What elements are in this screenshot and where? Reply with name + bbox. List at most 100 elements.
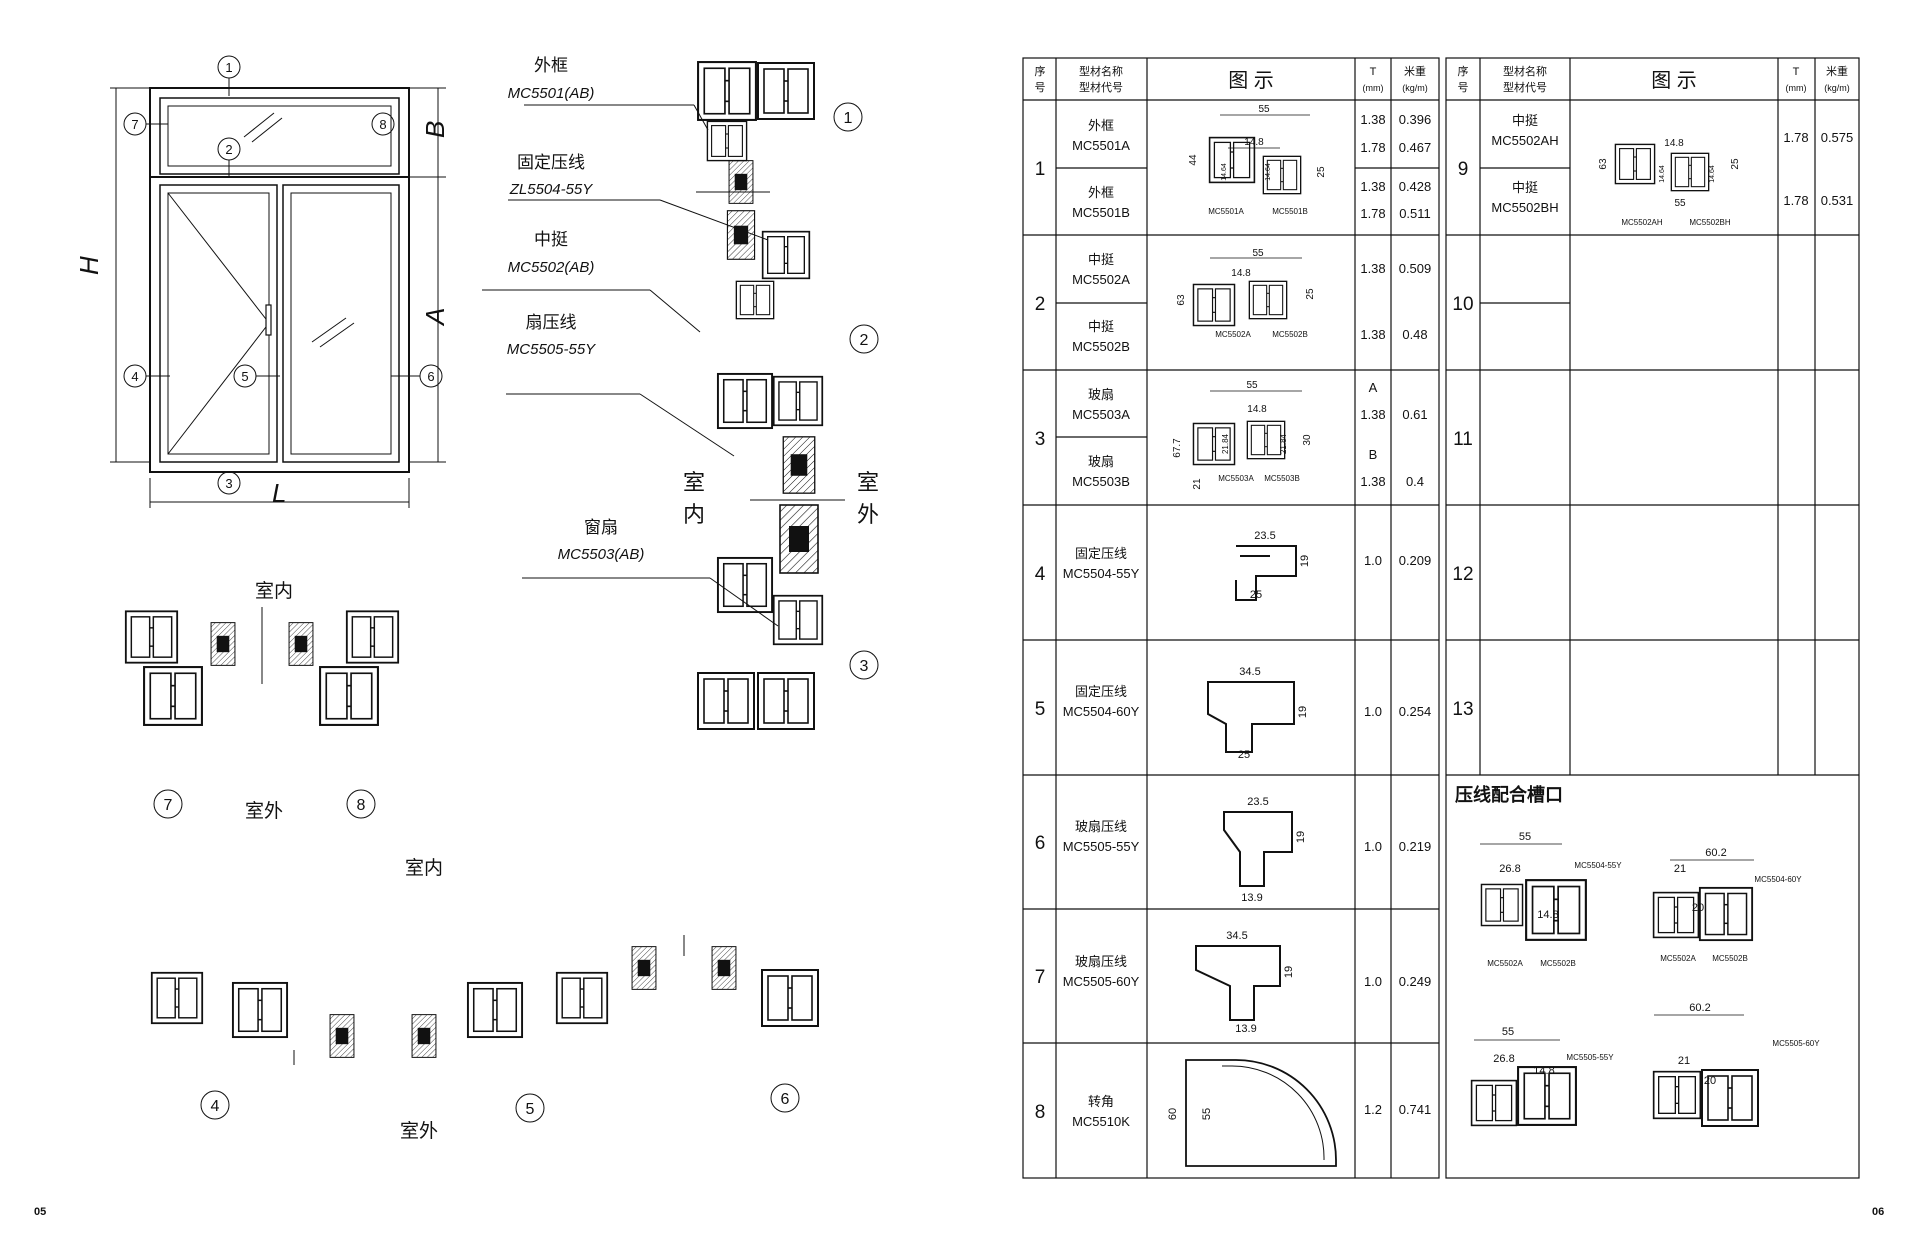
- row-seq: 9: [1458, 159, 1469, 180]
- profile: [1654, 1072, 1701, 1119]
- row-w: 0.741: [1399, 1102, 1432, 1117]
- fig1-label: MC5501B: [1272, 207, 1308, 216]
- row-t: B: [1369, 447, 1378, 462]
- row-code: MC5505-60Y: [1063, 974, 1140, 989]
- profile-mc5505-60y: [1195, 945, 1281, 1021]
- label-mullion-code: MC5502(AB): [508, 259, 595, 276]
- row-code: MC5503A: [1072, 407, 1130, 422]
- fig9-dim: 55: [1674, 198, 1686, 209]
- label-outer-frame-name: 外框: [534, 56, 568, 75]
- leader: [649, 289, 701, 333]
- profile: [1470, 1078, 1518, 1128]
- detail-bottom-outside: 室外: [400, 1120, 438, 1142]
- glass: [630, 946, 658, 990]
- row-t: 1.38: [1360, 261, 1385, 276]
- row-seq: 2: [1035, 294, 1046, 315]
- profile: [152, 973, 202, 1023]
- fig5-dim: 25: [1238, 749, 1250, 761]
- left-sash-glass: [167, 192, 270, 455]
- row-w: 0.511: [1399, 206, 1431, 221]
- section-callout-1: 1: [844, 110, 853, 127]
- header-t-2: (mm): [1786, 83, 1807, 93]
- table-right-grid: [1445, 57, 1860, 1179]
- header-name-2: 型材代号: [1079, 80, 1123, 94]
- profile: [231, 981, 289, 1039]
- row-seq: 3: [1035, 429, 1046, 450]
- fig3-dim: 55: [1246, 380, 1258, 391]
- detail-bottom-callout-6: 6: [781, 1091, 790, 1108]
- row-seq: 8: [1035, 1102, 1046, 1123]
- left-sash: [159, 184, 278, 463]
- glass: [710, 946, 738, 990]
- row-name: 中挺: [1088, 252, 1114, 267]
- fig9-dim: 63: [1598, 158, 1609, 170]
- row-t: 1.78: [1783, 130, 1808, 145]
- row-name: 固定压线: [1075, 546, 1127, 561]
- row-name: 玻扇: [1088, 454, 1114, 469]
- profile-outer-frame-top: [706, 120, 748, 162]
- m1-dim: 14.8: [1537, 909, 1558, 921]
- fig1-dim: 14.8: [1244, 137, 1264, 148]
- callout-7: 7: [131, 117, 138, 132]
- profile-mc5504-60y: [1207, 681, 1295, 753]
- m1-label: MC5504-55Y: [1574, 861, 1622, 870]
- callout-circle: [217, 471, 241, 495]
- profile-sash: [772, 375, 824, 427]
- row-name: 固定压线: [1075, 684, 1127, 699]
- outside-label-1: 室: [857, 470, 879, 495]
- fig2-label: MC5502B: [1272, 330, 1308, 339]
- fig3-dim: 14.8: [1247, 404, 1267, 415]
- label-fixed-bead-name: 固定压线: [517, 153, 585, 172]
- profile-outer-frame-bottom: [756, 671, 816, 731]
- detail-transom-horizontal: 室内 7 8 室外: [124, 580, 400, 822]
- callout-3: 3: [225, 476, 232, 491]
- label-sash-bead-name: 扇压线: [526, 313, 577, 332]
- row-w: 0.48: [1402, 327, 1427, 342]
- handle-icon: [265, 304, 272, 336]
- row-code: MC5504-60Y: [1063, 704, 1140, 719]
- row-w: 0.575: [1821, 130, 1854, 145]
- glass-reflection: [319, 322, 355, 348]
- header-t-2: (mm): [1363, 83, 1384, 93]
- dim-L-label: L: [272, 478, 286, 508]
- vertical-section: 外框 MC5501(AB) 固定压线 ZL5504-55Y 中挺 MC5502(…: [482, 56, 879, 731]
- callout-circle: [153, 789, 183, 819]
- profile: [1480, 882, 1524, 928]
- header-t-1: T: [1793, 66, 1800, 78]
- profile: [142, 665, 204, 727]
- detail-top-outside: 室外: [245, 800, 283, 822]
- row-name: 外框: [1088, 118, 1114, 133]
- left-page: H L A B 1 2 3 4 5 6: [34, 55, 879, 1218]
- header-seq-1: 序: [1035, 64, 1046, 78]
- label-sash-bead-code: MC5505-55Y: [507, 341, 596, 358]
- row-t: 1.38: [1360, 327, 1385, 342]
- callout-1: 1: [225, 60, 232, 75]
- callout-circle: [371, 112, 395, 136]
- row-code: MC5503B: [1072, 474, 1130, 489]
- row-w: 0.428: [1399, 179, 1432, 194]
- header-seq-1: 序: [1458, 64, 1469, 78]
- row-name: 中挺: [1512, 113, 1538, 128]
- callout-2: 2: [225, 142, 232, 157]
- profile-sash: [716, 372, 774, 430]
- profile-mc5502a: [1192, 282, 1236, 328]
- header-t-1: T: [1370, 66, 1377, 78]
- glass-transom: [728, 160, 754, 204]
- row-code: MC5502BH: [1491, 200, 1558, 215]
- profile: [124, 610, 179, 664]
- callout-8: 8: [379, 117, 386, 132]
- profile: [762, 970, 818, 1026]
- header-w-2: (kg/m): [1824, 83, 1850, 93]
- profile-mullion: [761, 230, 811, 280]
- figure-row9: 63 14.8 25 55 14.64 14.64 MC5502AH MC550…: [1598, 138, 1741, 227]
- fig3-dim: 21: [1192, 478, 1203, 490]
- m2-dim: 60.2: [1705, 847, 1726, 859]
- row-code: MC5502A: [1072, 272, 1130, 287]
- m1-dim: 26.8: [1499, 863, 1520, 875]
- profile: [1652, 891, 1700, 939]
- row-seq: 5: [1035, 699, 1046, 720]
- label-sash-code: MC5503(AB): [558, 546, 645, 563]
- profile-sash: [716, 556, 774, 614]
- header-figure: 图 示: [1228, 70, 1274, 92]
- m2-dim: 21: [1674, 863, 1686, 875]
